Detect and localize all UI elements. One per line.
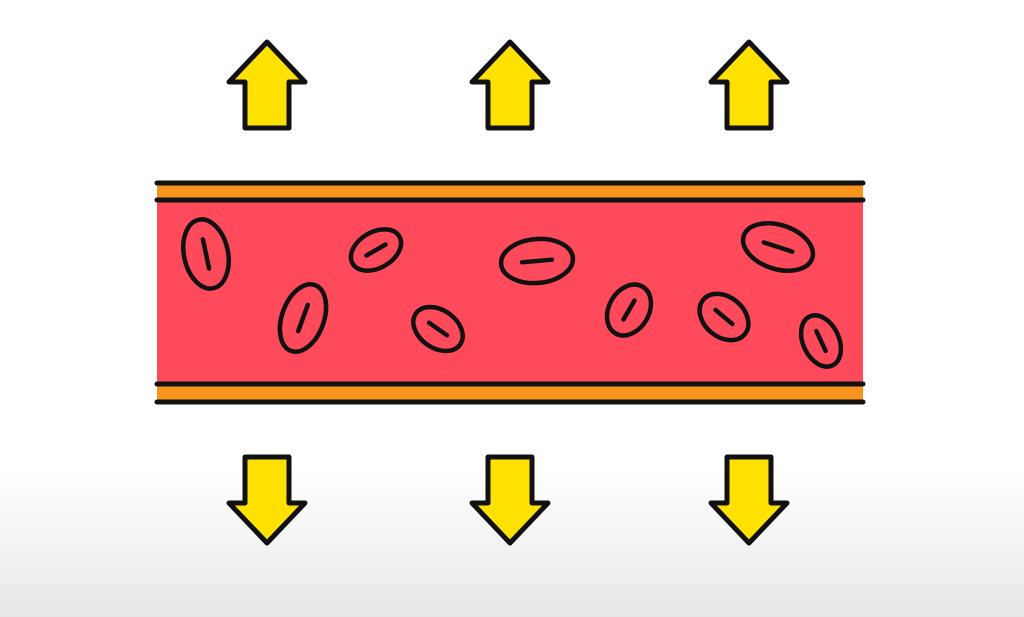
red-blood-cell-icon xyxy=(697,291,751,343)
vessel-wall-bottom xyxy=(157,384,863,402)
red-blood-cell-icon xyxy=(498,236,576,286)
downward-arrows xyxy=(226,454,790,546)
red-blood-cell-icon xyxy=(740,221,816,273)
up-arrow-icon xyxy=(708,39,790,131)
red-blood-cell-icon xyxy=(604,282,654,338)
red-blood-cell-icon xyxy=(411,304,465,354)
red-blood-cell-icon xyxy=(348,227,404,273)
blood-vessel xyxy=(154,180,866,405)
red-blood-cell-icon xyxy=(277,282,329,354)
red-blood-cell-icon xyxy=(181,217,231,291)
upward-arrows xyxy=(226,39,790,131)
down-arrow-icon xyxy=(226,454,308,546)
down-arrow-icon xyxy=(708,454,790,546)
down-arrow-icon xyxy=(469,454,551,546)
up-arrow-icon xyxy=(469,39,551,131)
red-blood-cell-icon xyxy=(798,313,844,369)
vessel-wall-top xyxy=(157,183,863,200)
red-blood-cells xyxy=(181,217,844,369)
up-arrow-icon xyxy=(226,39,308,131)
